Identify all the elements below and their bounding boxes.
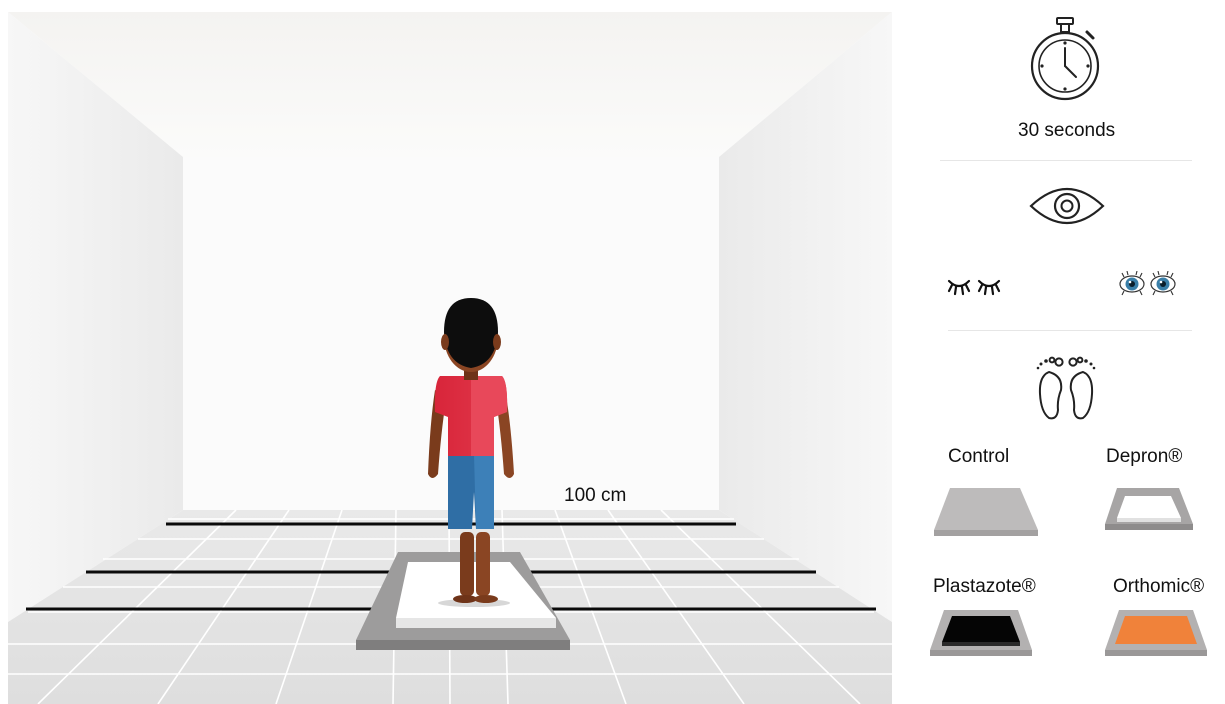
- bare-feet-icon: [1035, 354, 1097, 422]
- depron-label: Depron®: [1106, 446, 1182, 468]
- stopwatch-icon: [1027, 16, 1103, 102]
- eye-icon: [1028, 184, 1106, 228]
- closed-eyes-icon: [946, 273, 1004, 297]
- room-scene: 100 cm: [8, 12, 892, 704]
- duration-label: 30 seconds: [1018, 120, 1115, 142]
- orthomic-pad-icon: [1103, 608, 1209, 658]
- plastazote-pad-icon: [928, 608, 1034, 658]
- control-label: Control: [948, 446, 1009, 468]
- orthomic-label: Orthomic®: [1113, 576, 1204, 598]
- conditions-panel: 30 seconds: [900, 0, 1225, 704]
- depron-pad-icon: [1103, 486, 1195, 532]
- room-illustration: [8, 12, 892, 704]
- plastazote-label: Plastazote®: [933, 576, 1036, 598]
- open-eyes-icon: [1118, 271, 1178, 297]
- divider: [948, 330, 1192, 331]
- distance-label: 100 cm: [564, 485, 626, 507]
- divider: [940, 160, 1192, 161]
- control-pad-icon: [932, 486, 1040, 538]
